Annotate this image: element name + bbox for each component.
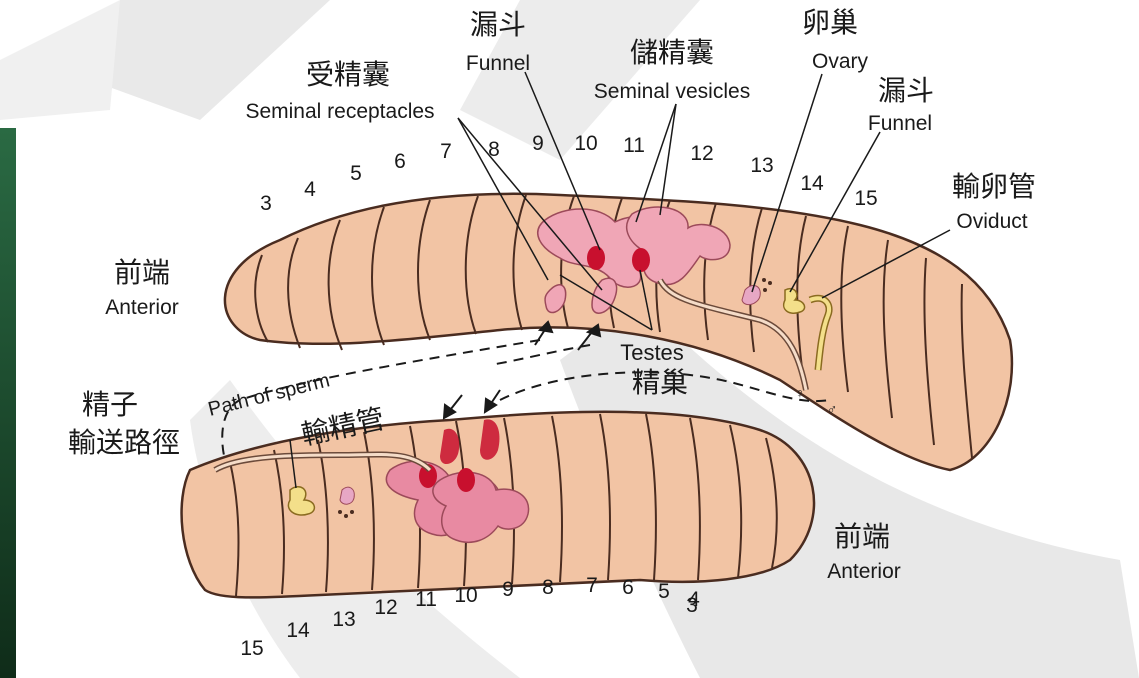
segment-number-top-0: 3: [260, 192, 272, 215]
segment-number-top-12: 15: [854, 187, 877, 210]
label-funnel-en-1: Funnel: [466, 52, 530, 75]
segment-number-top-3: 6: [394, 150, 406, 173]
segment-number-bottom-3: 12: [374, 596, 397, 619]
label-ovary-en: Ovary: [812, 50, 869, 73]
label-seminal-vesicles-en: Seminal vesicles: [594, 80, 750, 103]
segment-number-bottom-2: 13: [332, 608, 355, 631]
segment-number-top-1: 4: [304, 178, 316, 201]
segment-number-bottom-10: 5: [658, 580, 670, 603]
segment-number-top-8: 11: [623, 134, 645, 157]
label-path-of-sperm: Path of sperm: [206, 369, 332, 420]
segment-number-top-2: 5: [350, 162, 362, 185]
label-sperm-path-zh-1: 精子: [82, 388, 138, 421]
segment-number-bottom-0: 15: [240, 637, 263, 660]
label-oviduct-zh: 輸卵管: [952, 170, 1036, 203]
funnel-bottom-2: [457, 468, 475, 492]
label-testes-en: Testes: [620, 340, 684, 365]
bottom-worm: [182, 412, 814, 598]
label-seminal-vesicles-zh: 儲精囊: [630, 36, 714, 69]
label-ovary-zh: 卵巢: [802, 6, 858, 39]
segment-number-bottom-6: 9: [502, 578, 514, 601]
label-funnel-zh-1: 漏斗: [470, 8, 526, 41]
label-anterior-top-zh: 前端: [114, 256, 170, 289]
segment-number-bottom-8: 7: [586, 574, 598, 597]
segment-number-top-11: 14: [800, 172, 824, 195]
segment-number-bottom-9: 6: [622, 576, 634, 599]
ovary-bottom: [340, 487, 354, 504]
label-funnel-zh-2: 漏斗: [878, 74, 934, 107]
label-anterior-top-en: Anterior: [105, 296, 179, 319]
segment-number-bottom-4: 11: [415, 588, 437, 611]
segment-number-top-5: 8: [488, 138, 500, 161]
label-seminal-receptacles-en: Seminal receptacles: [245, 100, 434, 123]
label-sperm-path-zh-2: 輸送路徑: [68, 426, 180, 459]
female-symbol: ♀: [795, 385, 806, 401]
label-funnel-en-2: Funnel: [868, 112, 932, 135]
segment-number-top-4: 7: [440, 140, 452, 163]
segment-number-bottom-5: 10: [454, 584, 477, 607]
segment-number-top-6: 9: [532, 132, 544, 155]
label-anterior-bottom-zh: 前端: [834, 520, 890, 553]
segment-number-bottom-7: 8: [542, 576, 554, 599]
funnel-top-1: [587, 246, 605, 270]
label-seminal-receptacles-zh: 受精囊: [306, 58, 390, 91]
label-anterior-bottom-en: Anterior: [827, 560, 901, 583]
segment-number-bottom-1: 14: [286, 619, 310, 642]
segment-number-top-10: 13: [750, 154, 773, 177]
left-panel: [0, 128, 16, 678]
funnel-top-2: [632, 248, 650, 272]
label-testes-zh: 精巢: [632, 366, 688, 399]
segment-number-bottom-12: 3: [686, 594, 698, 617]
male-symbol: ♂: [827, 401, 838, 417]
segment-number-top-7: 10: [574, 132, 597, 155]
segment-number-top-9: 12: [690, 142, 713, 165]
label-oviduct-en: Oviduct: [956, 210, 1027, 233]
